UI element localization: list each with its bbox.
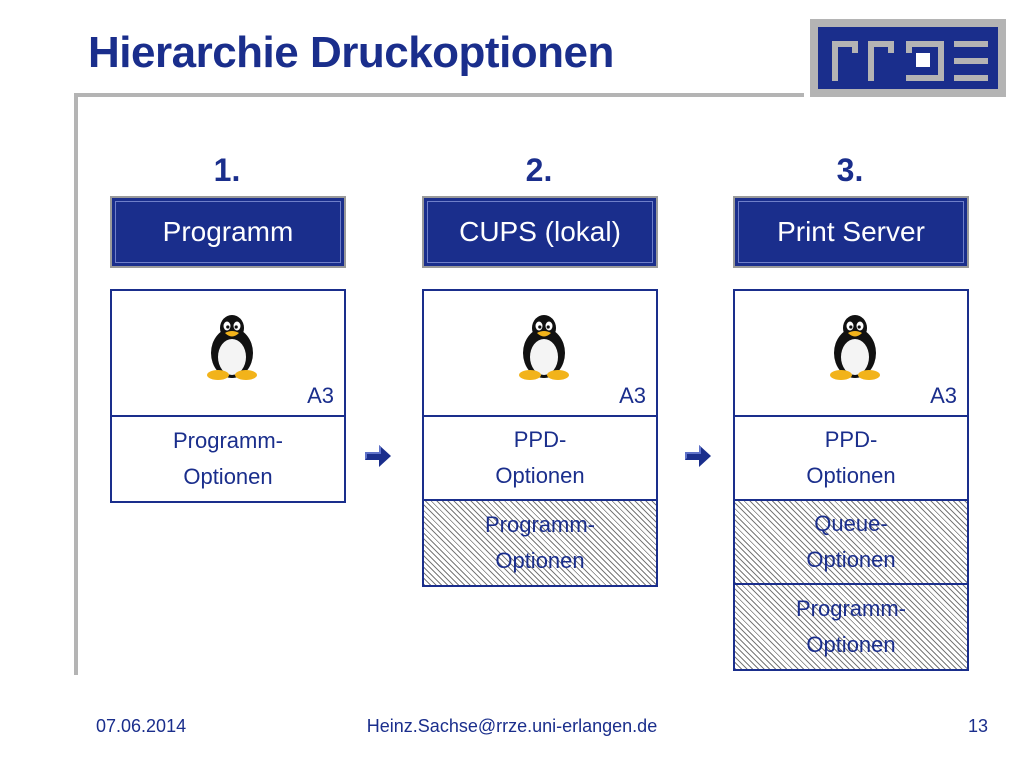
option-label-line: Optionen [183,464,273,489]
option-cell: Programm- Optionen [424,501,656,585]
option-label-line: PPD- [513,427,567,452]
title-rule-horizontal [74,93,804,97]
footer-date: 07.06.2014 [96,716,187,736]
option-label-line: Queue- [814,511,888,536]
arrow-right-icon [365,445,391,467]
stage-header-box: CUPS (lokal) [422,196,658,268]
option-label-line: Programm- [484,512,595,537]
paper-size-label: A3 [619,383,646,408]
slide-title: Hierarchie Druckoptionen [88,28,614,77]
step-number: 3. [836,152,864,188]
rrze-logo [810,19,1006,97]
tux-penguin-icon [830,315,880,380]
option-label-line: Optionen [806,632,896,657]
step-number: 1. [213,152,241,188]
option-cell: PPD- Optionen [424,417,656,501]
footer-page-number: 13 [967,716,988,736]
paper-size-label: A3 [307,383,334,408]
title-rule-vertical [74,93,78,675]
option-label-line: Optionen [806,463,896,488]
stage-header-box: Print Server [733,196,969,268]
option-label-line: Optionen [806,547,896,572]
os-cell: A3 [112,291,344,417]
stage-header-box: Programm [110,196,346,268]
option-label-line: Optionen [495,463,585,488]
arrow-right-icon [685,445,711,467]
tux-penguin-icon [519,315,569,380]
paper-size-label: A3 [930,383,957,408]
option-cell: Queue- Optionen [735,501,967,585]
stage-header-label: Programm [162,216,294,247]
option-label-line: Programm- [795,596,906,621]
tux-penguin-icon [207,315,257,380]
option-cell: Programm- Optionen [112,417,344,501]
os-cell: A3 [735,291,967,417]
option-label-line: Programm- [172,428,283,453]
option-label-line: PPD- [824,427,878,452]
step-number: 2. [525,152,553,188]
os-cell: A3 [424,291,656,417]
stage-header-label: CUPS (lokal) [459,216,621,247]
stage-header-label: Print Server [777,216,925,247]
option-cell: PPD- Optionen [735,417,967,501]
option-label-line: Optionen [495,548,585,573]
option-cell: Programm- Optionen [735,585,967,669]
footer-email: Heinz.Sachse@rrze.uni-erlangen.de [366,716,658,736]
